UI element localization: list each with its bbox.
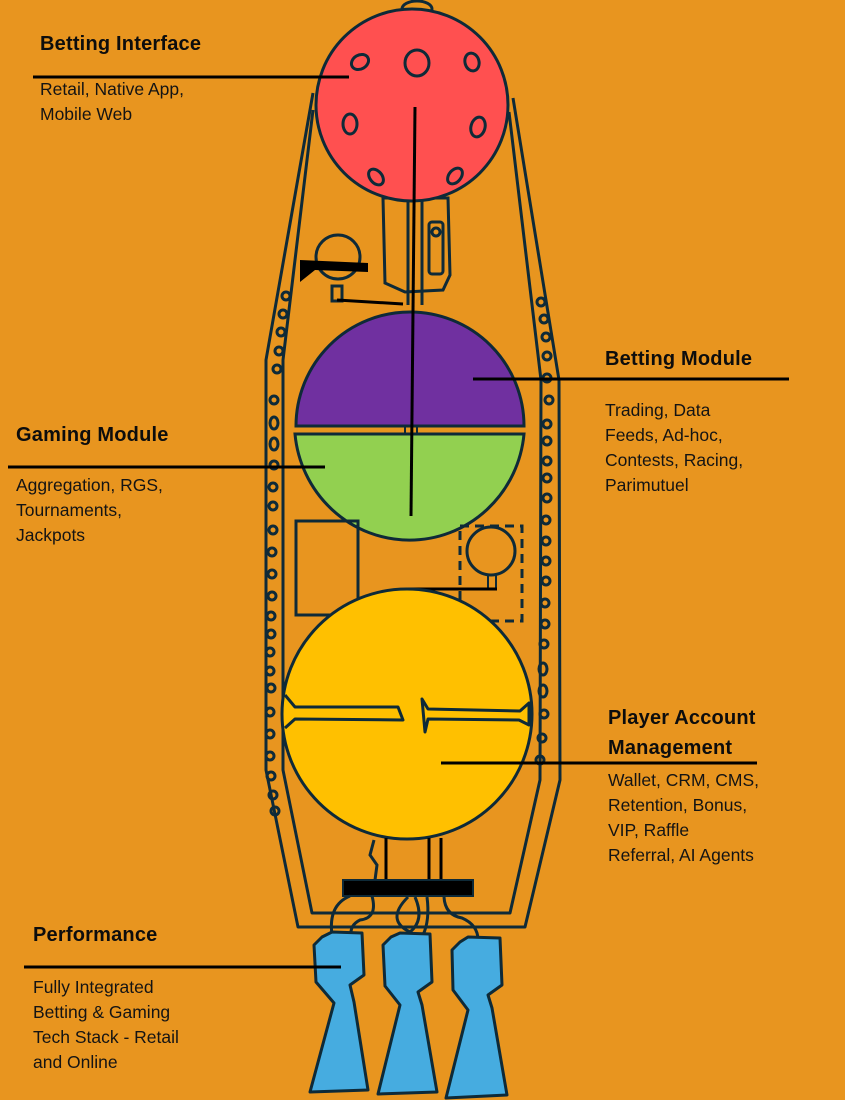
label-player-account: Player Account Management Wallet, CRM, C… [608,703,759,868]
betting-module-desc-3: Contests, Racing, [605,450,744,470]
betting-interface-sphere [314,7,510,203]
hull-left-outer [264,92,420,929]
center-rod [409,106,417,517]
player-account-desc-4: Referral, AI Agents [608,845,754,865]
thruster-right [444,935,509,1100]
label-betting-interface: Betting Interface Retail, Native App, Mo… [40,29,201,127]
player-account-desc-3: VIP, Raffle [608,820,690,840]
betting-module-desc-4: Parimutuel [605,475,689,495]
neck-housing [381,196,452,294]
side-box [294,519,360,617]
valve-circle [314,233,362,281]
player-account-desc-2: Retention, Bonus, [608,795,748,815]
sphere-holes [341,48,487,187]
hull-left-inner [281,109,420,915]
hull-right-outer [420,97,562,929]
betting-module-desc-1: Trading, Data [605,400,711,420]
label-gaming-module: Gaming Module Aggregation, RGS, Tourname… [16,420,169,548]
betting-module-hemisphere [294,310,526,428]
gaming-module-desc-1: Aggregation, RGS, [16,475,163,495]
betting-interface-desc-2: Mobile Web [40,104,133,124]
betting-module-desc-2: Feeds, Ad-hoc, [605,425,723,445]
player-account-title-2: Management [608,737,733,759]
player-account-title-1: Player Account [608,707,756,729]
gaming-module-desc-2: Tournaments, [16,500,123,520]
performance-desc-1: Fully Integrated [33,977,154,997]
tank-circle [465,525,517,577]
performance-desc-2: Betting & Gaming [33,1002,171,1022]
rivets-left [264,290,292,817]
gaming-module-hemisphere [293,432,526,542]
seam-right [420,697,531,734]
rivets-right [534,296,555,766]
seam-left [283,694,405,730]
hull-right-inner [420,111,543,915]
player-account-sphere [280,587,534,841]
label-betting-module: Betting Module Trading, Data Feeds, Ad-h… [605,344,752,498]
player-account-desc-1: Wallet, CRM, CMS, [608,770,760,790]
performance-desc-4: and Online [33,1052,118,1072]
label-performance: Performance Fully Integrated Betting & G… [33,920,179,1075]
betting-interface-desc-1: Retail, Native App, [40,79,184,99]
performance-title: Performance [33,924,158,946]
neck-slot [427,220,445,276]
gaming-module-title: Gaming Module [16,424,169,446]
betting-interface-title: Betting Interface [40,33,202,55]
thruster-left [308,930,370,1094]
valve-bracket [300,260,368,282]
betting-module-title: Betting Module [605,348,753,370]
gaming-module-desc-3: Jackpots [16,525,86,545]
thruster-middle [376,931,439,1096]
performance-desc-3: Tech Stack - Retail [33,1027,179,1047]
engine-plate [342,879,474,897]
